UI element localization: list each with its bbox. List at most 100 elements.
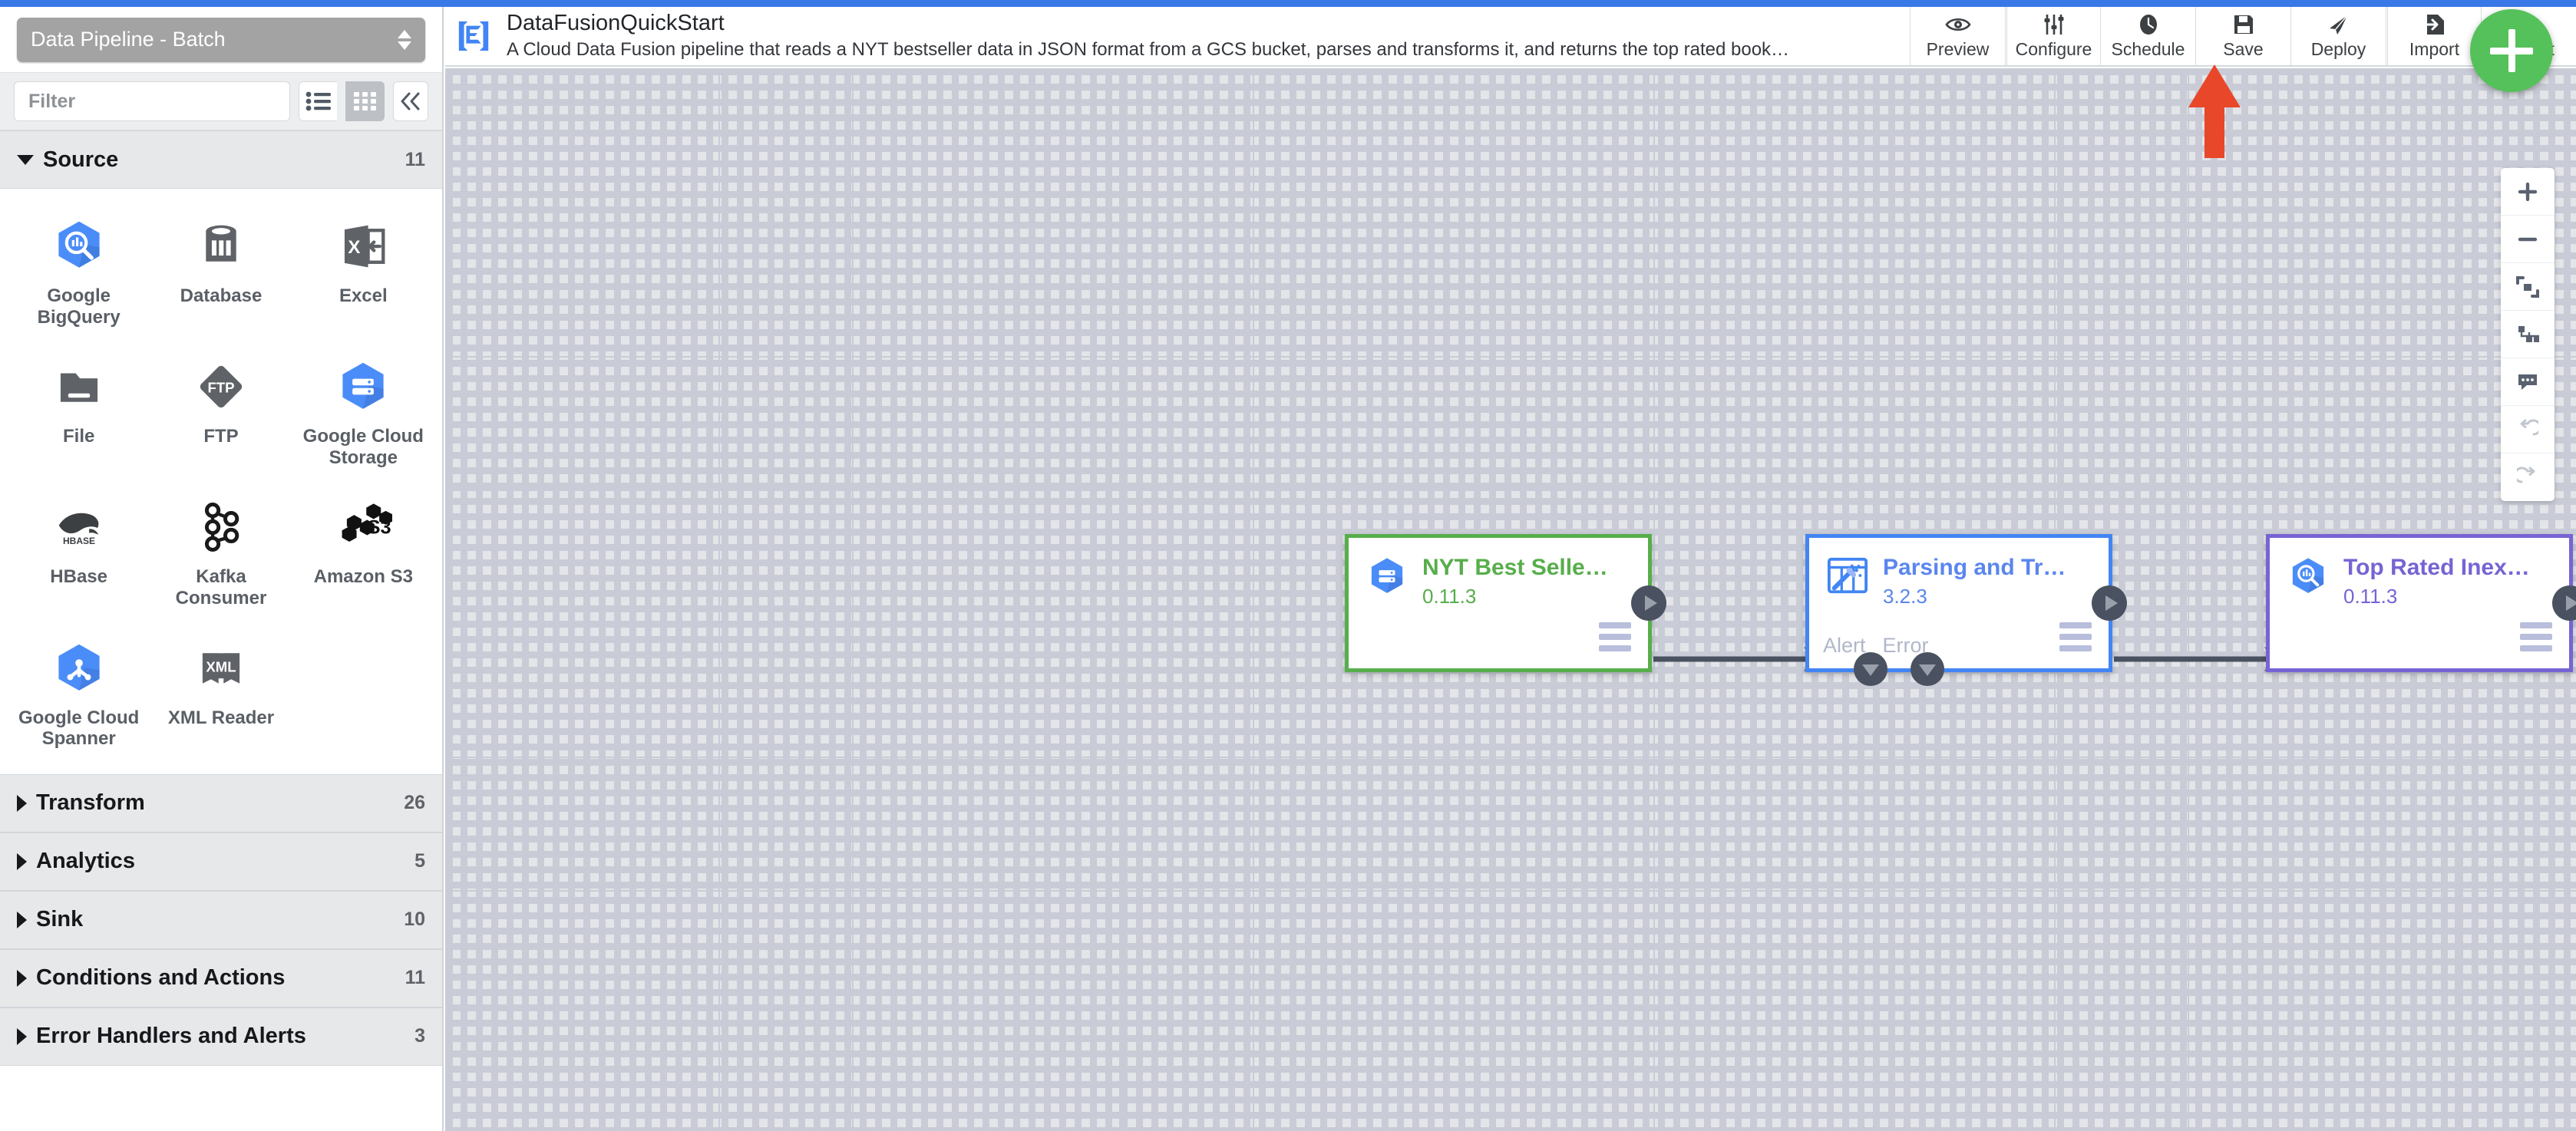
google-cloud-storage-icon xyxy=(333,357,393,417)
preview-button[interactable]: Preview xyxy=(1910,7,2005,65)
node-menu-button[interactable] xyxy=(2520,622,2552,651)
filter-input[interactable] xyxy=(14,81,290,121)
paper-plane-icon xyxy=(2327,12,2350,37)
plugin-xml-reader[interactable]: XML XML Reader xyxy=(150,634,292,754)
plugin-hbase[interactable]: HBASE HBase xyxy=(8,493,150,613)
sidebar-section-analytics[interactable]: Analytics 5 xyxy=(0,832,442,891)
node-header: NYT Best Selle… 0.11.3 xyxy=(1349,538,1648,608)
plugin-label: Amazon S3 xyxy=(313,566,413,588)
plugin-google-cloud-storage[interactable]: Google Cloud Storage xyxy=(292,352,434,473)
zoom-in-icon xyxy=(2518,182,2538,201)
plugin-label: Google BigQuery xyxy=(37,285,121,328)
plugin-database[interactable]: Database xyxy=(150,212,292,332)
source-plugin-grid: Google BigQuery Database xyxy=(0,189,442,774)
auto-layout-button[interactable] xyxy=(2501,311,2555,358)
node-name: Top Rated Inex… xyxy=(2343,555,2530,580)
plugin-label: File xyxy=(62,426,95,447)
save-button[interactable]: Save xyxy=(2195,7,2290,65)
redo-icon xyxy=(2517,467,2535,483)
clock-icon xyxy=(2138,12,2159,37)
amazon-s3-icon: S3 xyxy=(333,497,393,557)
zoom-in-button[interactable] xyxy=(2501,168,2555,216)
pipeline-description: A Cloud Data Fusion pipeline that reads … xyxy=(507,39,1790,61)
auto-layout-icon xyxy=(2518,325,2539,342)
zoom-out-icon xyxy=(2518,237,2538,241)
plugin-amazon-s3[interactable]: S3 Amazon S3 xyxy=(292,493,434,613)
pipeline-node-transform[interactable]: Parsing and Tr… 3.2.3 Alert Error xyxy=(1805,534,2127,686)
pipeline-type-select[interactable]: Data Pipeline - Batch xyxy=(17,17,425,62)
section-label: Error Handlers and Alerts xyxy=(36,1024,306,1049)
node-header: Parsing and Tr… 3.2.3 xyxy=(1809,538,2109,608)
plugin-label: Google Cloud Spanner xyxy=(18,707,140,750)
action-label: Deploy xyxy=(2310,39,2366,59)
plugin-google-cloud-spanner[interactable]: Google Cloud Spanner xyxy=(8,634,150,754)
google-cloud-storage-icon xyxy=(1366,555,1409,598)
comment-button[interactable] xyxy=(2501,358,2555,406)
comment-icon xyxy=(2518,374,2537,390)
plugin-ftp[interactable]: FTP FTP xyxy=(150,352,292,473)
action-label: Save xyxy=(2223,39,2264,59)
configure-button[interactable]: Configure xyxy=(2005,7,2100,65)
sidebar-section-transform[interactable]: Transform 26 xyxy=(0,773,442,833)
canvas-zoom-toolbar xyxy=(2501,168,2555,501)
alert-output-port[interactable] xyxy=(1854,652,1887,686)
sidebar-section-conditions-and-actions[interactable]: Conditions and Actions 11 xyxy=(0,948,442,1007)
pipeline-node-source[interactable]: NYT Best Selle… 0.11.3 xyxy=(1345,534,1666,672)
svg-text:HBASE: HBASE xyxy=(63,536,95,546)
plugin-kafka-consumer[interactable]: Kafka Consumer xyxy=(150,493,292,613)
eye-icon xyxy=(1944,12,1971,37)
schedule-button[interactable]: Schedule xyxy=(2100,7,2195,65)
sidebar-section-source[interactable]: Source 11 xyxy=(0,130,442,189)
page-title: DataFusionQuickStart xyxy=(507,10,725,35)
deploy-button[interactable]: Deploy xyxy=(2290,7,2386,65)
svg-text:XML: XML xyxy=(206,658,236,674)
plugin-file[interactable]: File xyxy=(8,352,150,473)
grid-view-toggle[interactable] xyxy=(345,81,385,121)
sidebar-section-error-handlers-and-alerts[interactable]: Error Handlers and Alerts 3 xyxy=(0,1007,442,1066)
plugin-google-bigquery[interactable]: Google BigQuery xyxy=(8,212,150,332)
google-cloud-spanner-icon xyxy=(49,638,109,698)
node-version: 0.11.3 xyxy=(1422,585,1477,608)
google-bigquery-icon xyxy=(2287,555,2330,598)
pipeline-node-sink[interactable]: Top Rated Inex… 0.11.3 xyxy=(2266,534,2576,672)
import-button[interactable]: Import xyxy=(2386,7,2481,65)
node-output-port[interactable] xyxy=(1631,585,1666,621)
undo-icon xyxy=(2520,419,2538,435)
plugin-excel[interactable]: X Excel xyxy=(292,212,434,332)
triangle-right-icon xyxy=(17,911,27,928)
node-output-port[interactable] xyxy=(2552,585,2576,621)
pipeline-type-selector-row: Data Pipeline - Batch xyxy=(0,7,442,73)
alert-port-label: Alert xyxy=(1823,634,1866,657)
node-version: 0.11.3 xyxy=(2343,585,2398,608)
error-output-port[interactable] xyxy=(1911,652,1944,686)
sidebar-section-sink[interactable]: Sink 10 xyxy=(0,890,442,949)
plugin-label: Google Cloud Storage xyxy=(302,426,424,468)
sliders-icon xyxy=(2043,12,2066,37)
node-text: Top Rated Inex… 0.11.3 xyxy=(2343,555,2530,608)
grid-view-icon xyxy=(353,92,376,110)
fit-to-screen-button[interactable] xyxy=(2501,263,2555,311)
section-label: Conditions and Actions xyxy=(36,965,286,991)
cdap-logo-icon xyxy=(451,7,496,65)
svg-text:FTP: FTP xyxy=(207,380,234,396)
node-menu-button[interactable] xyxy=(2059,622,2092,651)
undo-button[interactable] xyxy=(2501,406,2555,453)
list-view-toggle[interactable] xyxy=(299,81,338,121)
zoom-out-button[interactable] xyxy=(2501,216,2555,263)
node-output-port[interactable] xyxy=(2092,585,2127,621)
add-plugin-fab[interactable] xyxy=(2470,9,2553,92)
section-label: Source xyxy=(43,147,119,172)
database-icon xyxy=(191,216,251,276)
pipeline-header: DataFusionQuickStart A Cloud Data Fusion… xyxy=(445,7,2576,67)
node-menu-button[interactable] xyxy=(1599,622,1631,651)
collapsed-sections-list: Transform 26 Analytics 5 Sink 10 Conditi… xyxy=(0,773,442,1066)
redo-button[interactable] xyxy=(2501,453,2555,501)
pipeline-meta: DataFusionQuickStart A Cloud Data Fusion… xyxy=(496,7,1910,65)
pipeline-type-label: Data Pipeline - Batch xyxy=(31,28,226,51)
section-count: 3 xyxy=(414,1025,425,1047)
pipeline-canvas[interactable]: NYT Best Selle… 0.11.3 xyxy=(445,68,2576,1131)
kafka-icon xyxy=(191,497,251,557)
node-text: NYT Best Selle… 0.11.3 xyxy=(1422,555,1608,608)
plugin-label: XML Reader xyxy=(167,707,275,728)
collapse-sidebar-button[interactable] xyxy=(393,81,428,121)
